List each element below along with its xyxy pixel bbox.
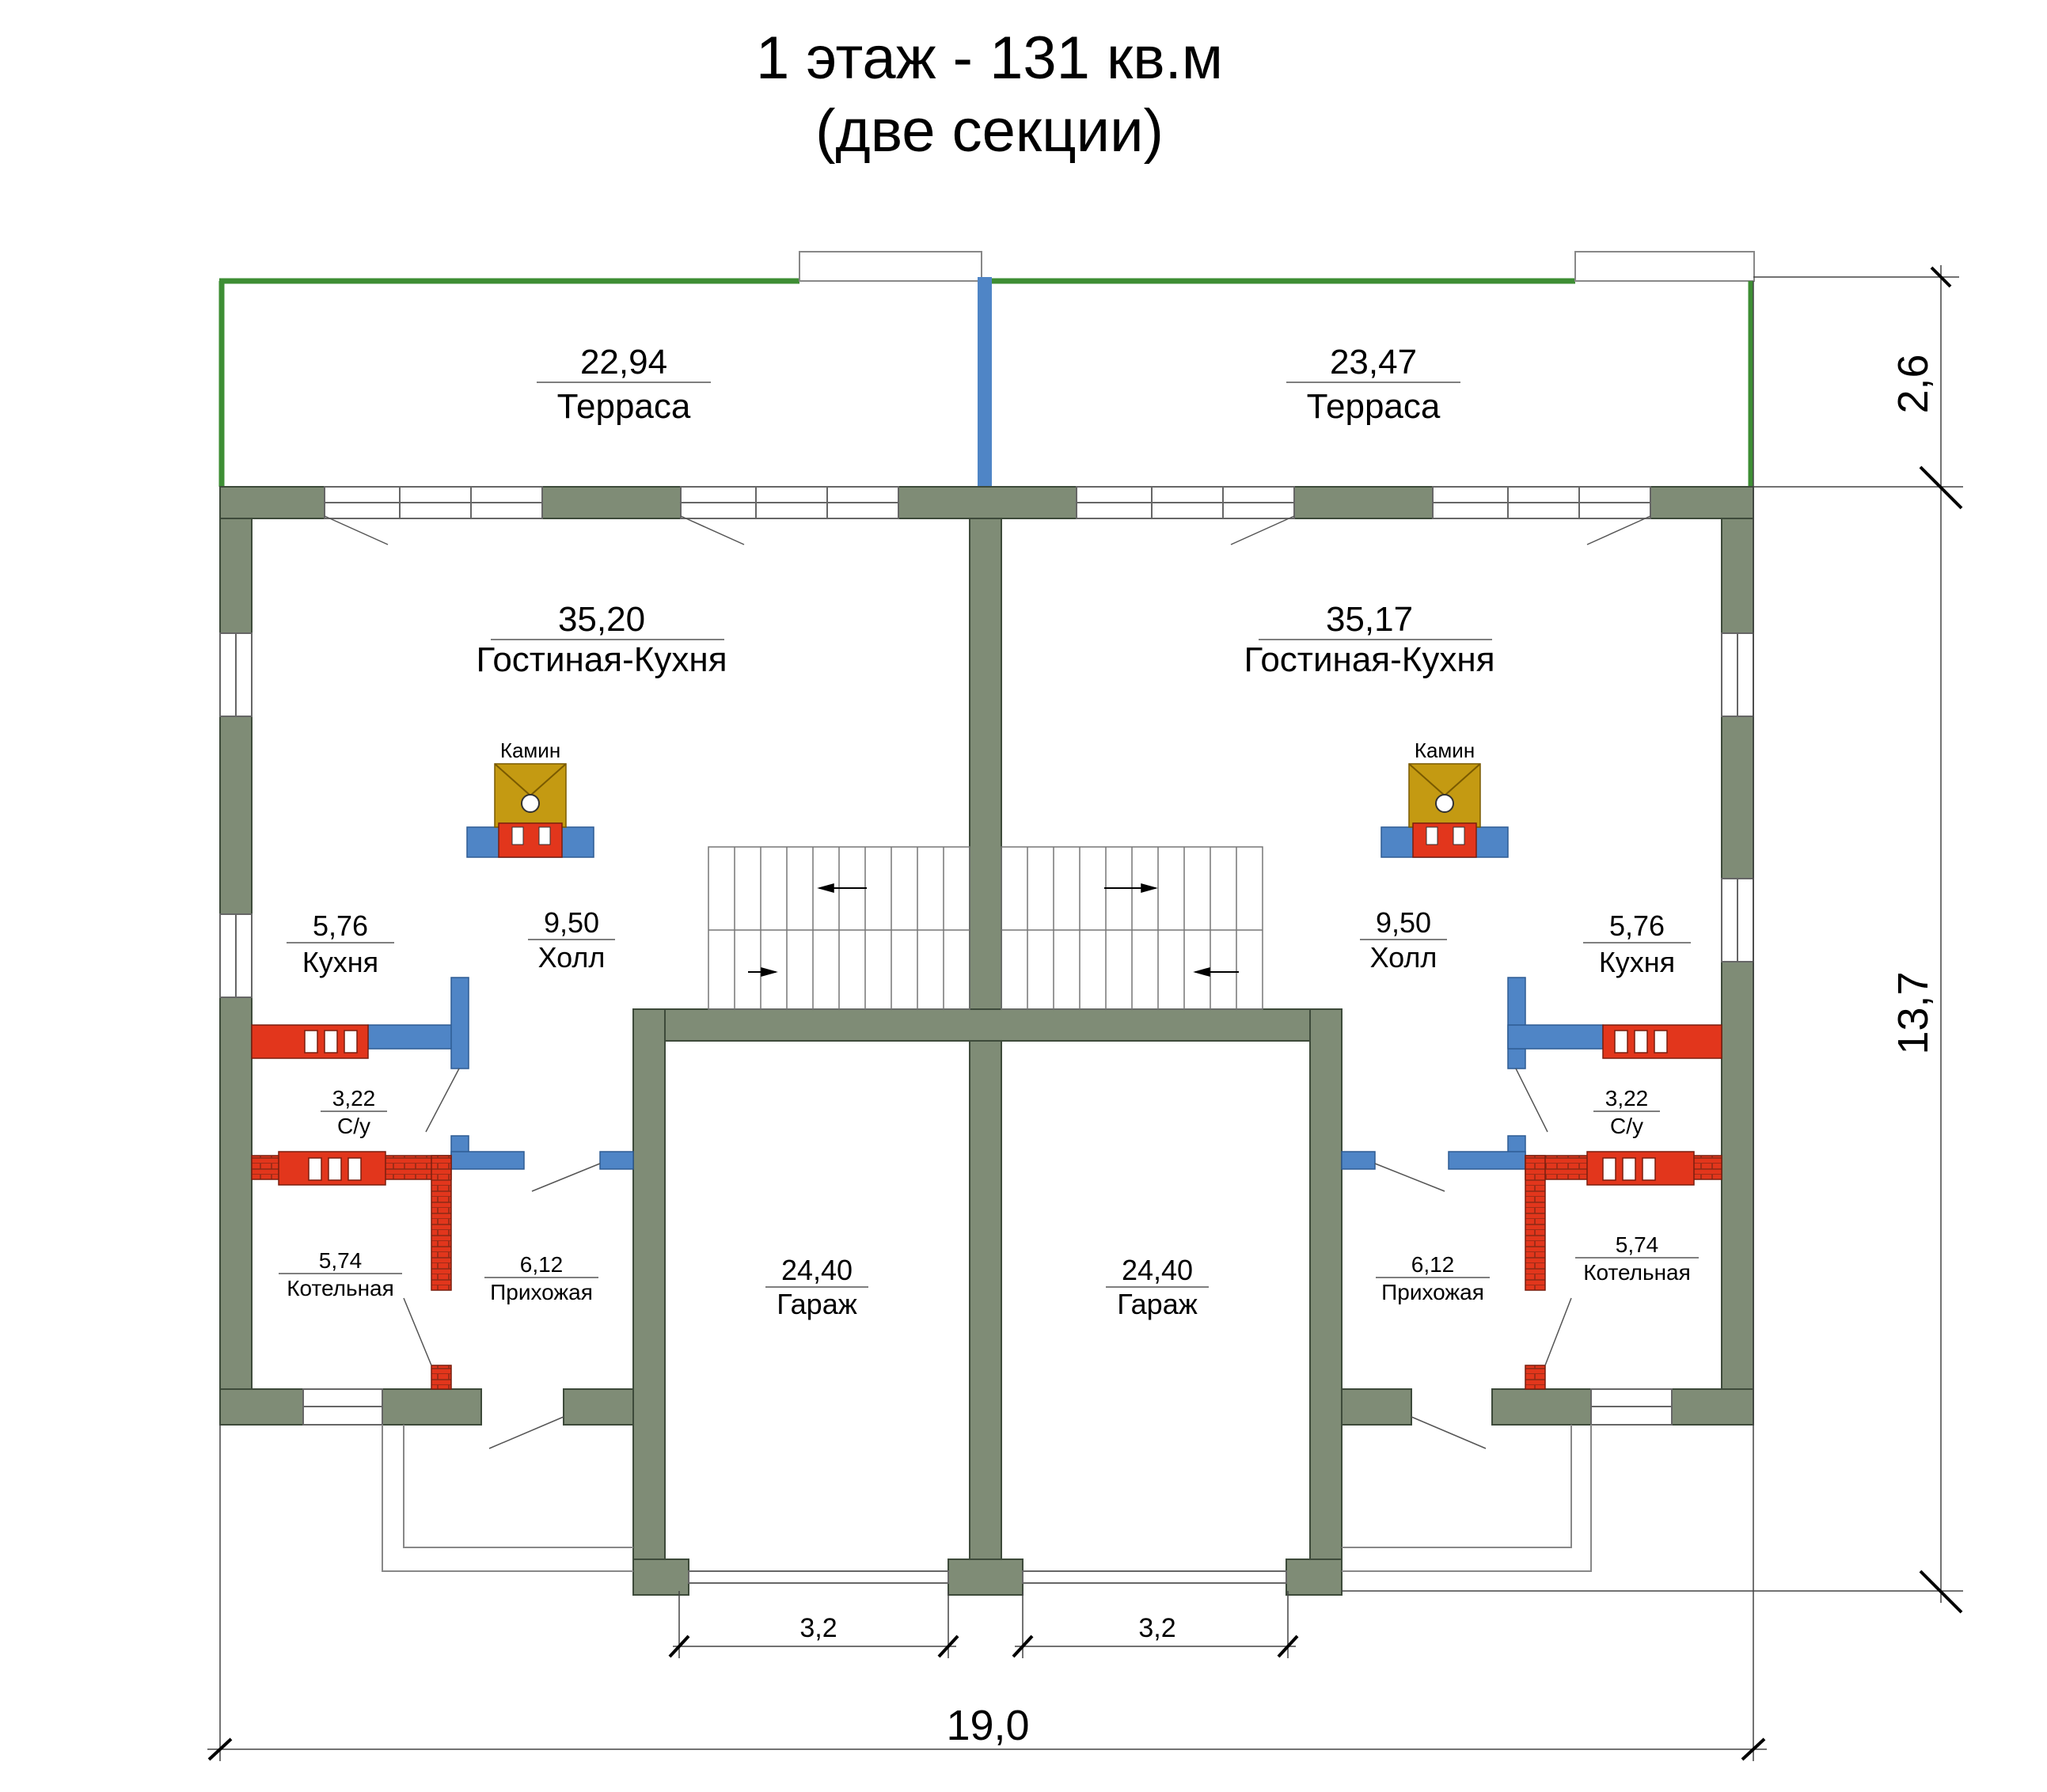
terrace-right-area: 23,47 bbox=[1330, 343, 1417, 382]
fireplace-left bbox=[466, 763, 594, 858]
living-left-area: 35,20 bbox=[558, 600, 645, 639]
total-width-dimension: 19,0 bbox=[946, 1702, 1029, 1749]
room-label-terrace-right: 23,47 Терраса bbox=[1286, 343, 1460, 426]
kitchen-right-area: 5,76 bbox=[1609, 909, 1665, 942]
garage-left-area: 24,40 bbox=[781, 1254, 853, 1286]
living-left-name: Гостиная-Кухня bbox=[476, 640, 727, 679]
entry-right-name: Прихожая bbox=[1381, 1280, 1484, 1304]
fireplace-left-label: Камин bbox=[500, 738, 560, 762]
room-label-entry-right: 6,12 Прихожая bbox=[1376, 1252, 1490, 1304]
window-mullions bbox=[399, 487, 1580, 518]
hall-right-name: Холл bbox=[1370, 941, 1437, 974]
garage-right-name: Гараж bbox=[1117, 1288, 1198, 1320]
garage-door-right-dimension: 3,2 bbox=[1138, 1613, 1175, 1643]
hall-left-area: 9,50 bbox=[544, 906, 599, 939]
hall-left-name: Холл bbox=[538, 941, 606, 974]
terrace-depth-dimension: 2,6 bbox=[1889, 354, 1937, 413]
living-right-name: Гостиная-Кухня bbox=[1244, 640, 1494, 679]
fireplace-right-label: Камин bbox=[1415, 738, 1475, 762]
stair-right-arrow-lower-head bbox=[1193, 967, 1210, 977]
wc-left-name: С/у bbox=[337, 1114, 370, 1138]
kitchen-right-name: Кухня bbox=[1599, 946, 1675, 978]
room-label-living-right: 35,17 Гостиная-Кухня bbox=[1244, 600, 1494, 679]
plan-subtitle: (две секции) bbox=[815, 97, 1164, 165]
room-label-garage-right: 24,40 Гараж bbox=[1106, 1254, 1209, 1320]
dimension-ticks bbox=[207, 266, 1963, 1761]
stair-left-arrow-upper-head bbox=[817, 883, 834, 893]
garage-door-left-dimension: 3,2 bbox=[799, 1613, 837, 1643]
plan-title: 1 этаж - 131 кв.м bbox=[755, 25, 1223, 92]
stair-left-arrow-lower-head bbox=[761, 967, 778, 977]
boiler-right-area: 5,74 bbox=[1616, 1232, 1659, 1257]
entry-right-area: 6,12 bbox=[1411, 1252, 1455, 1277]
boiler-left-area: 5,74 bbox=[319, 1248, 363, 1273]
brick-vents bbox=[304, 1030, 1668, 1181]
kitchen-left-name: Кухня bbox=[302, 946, 378, 978]
terrace-left-name: Терраса bbox=[557, 387, 691, 426]
partitions bbox=[367, 977, 1604, 1170]
garage-left-name: Гараж bbox=[777, 1288, 857, 1320]
wc-right-name: С/у bbox=[1610, 1114, 1643, 1138]
windows bbox=[219, 486, 1754, 1584]
room-label-entry-left: 6,12 Прихожая bbox=[484, 1252, 598, 1304]
door-swings bbox=[324, 515, 1651, 1449]
fireplace-right bbox=[1380, 763, 1509, 858]
garage-right-area: 24,40 bbox=[1122, 1254, 1193, 1286]
room-label-boiler-left: 5,74 Котельная bbox=[279, 1248, 402, 1300]
wc-right-area: 3,22 bbox=[1605, 1086, 1649, 1111]
kitchen-left-area: 5,76 bbox=[313, 909, 368, 942]
boiler-left-name: Котельная bbox=[287, 1276, 394, 1300]
entry-left-area: 6,12 bbox=[520, 1252, 564, 1277]
terrace-outline bbox=[218, 251, 1755, 487]
room-label-kitchen-right: 5,76 Кухня bbox=[1583, 909, 1691, 978]
room-label-boiler-right: 5,74 Котельная bbox=[1575, 1232, 1699, 1285]
entry-left-name: Прихожая bbox=[490, 1280, 593, 1304]
room-label-living-left: 35,20 Гостиная-Кухня bbox=[476, 600, 727, 679]
room-label-garage-left: 24,40 Гараж bbox=[765, 1254, 868, 1320]
total-depth-dimension: 13,7 bbox=[1889, 971, 1937, 1054]
room-label-hall-left: 9,50 Холл bbox=[528, 906, 615, 974]
terrace-left-area: 22,94 bbox=[580, 343, 667, 382]
living-right-area: 35,17 bbox=[1326, 600, 1413, 639]
room-label-wc-right: 3,22 С/у bbox=[1593, 1086, 1660, 1138]
terrace-right-name: Терраса bbox=[1307, 387, 1441, 426]
hall-right-area: 9,50 bbox=[1376, 906, 1431, 939]
wc-left-area: 3,22 bbox=[332, 1086, 376, 1111]
room-label-terrace-left: 22,94 Терраса bbox=[537, 343, 711, 426]
room-label-hall-right: 9,50 Холл bbox=[1360, 906, 1447, 974]
porches bbox=[382, 1425, 1592, 1572]
stairs bbox=[708, 846, 1263, 1010]
room-label-kitchen-left: 5,76 Кухня bbox=[287, 909, 394, 978]
room-label-wc-left: 3,22 С/у bbox=[321, 1086, 387, 1138]
stair-right-arrow-upper-head bbox=[1141, 883, 1158, 893]
boiler-right-name: Котельная bbox=[1583, 1260, 1691, 1285]
